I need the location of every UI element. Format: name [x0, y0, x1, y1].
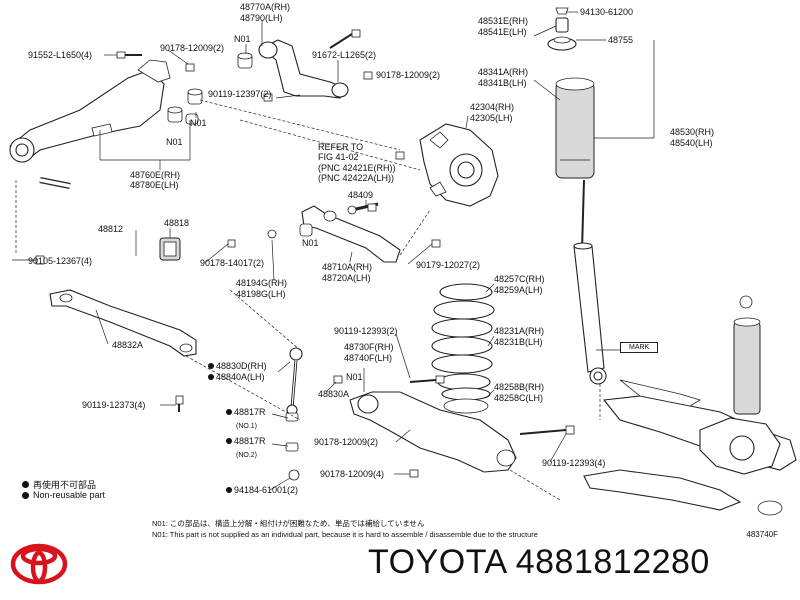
label-48198g: 48198G(LH) — [236, 289, 286, 299]
label-90119-12393: 90119-12393(2) — [334, 326, 397, 336]
label-90178-12009-e: 90178-12009(4) — [320, 469, 384, 479]
label-48812: 48812 — [98, 224, 123, 234]
brand-name: TOYOTA — [368, 543, 506, 581]
label-n01-d: N01 — [302, 238, 319, 248]
label-n01-e: N01 — [346, 372, 363, 382]
label-91552: 91552-L1650(4) — [28, 50, 92, 60]
note-jp: N01: この部品は、構造上分解・組付けが困難なため、単品では補給していません — [152, 519, 425, 528]
label-48770a: 48770A(RH) — [240, 2, 290, 12]
label-n01-b: N01 — [190, 118, 207, 128]
legend-row-en: Non-reusable part — [22, 490, 105, 500]
label-48832a: 48832A — [112, 340, 143, 350]
legend-en-text: Non-reusable part — [33, 490, 106, 500]
label-48258b: 48258B(RH) — [494, 382, 544, 392]
label-48817r-2: 48817R — [234, 436, 266, 446]
label-90178-12009-d: 90178-12009(2) — [314, 437, 378, 447]
label-90178-12009: 90178-12009(2) — [160, 43, 224, 53]
stabilizer-link — [285, 347, 303, 481]
coil-spring — [431, 283, 495, 401]
non-reusable-dot — [208, 374, 214, 380]
label-48780e: 48780E(LH) — [130, 180, 179, 190]
label-90178-12009-b: 90178-12009(2) — [376, 70, 440, 80]
note-en: N01: This part is not supplied as an ind… — [152, 530, 538, 539]
label-48760e: 48760E(RH) — [130, 170, 180, 180]
label-refer-pnc-rh: (PNC 42421E(RH)) — [318, 163, 396, 173]
assembled-view — [583, 295, 797, 516]
label-n01-c: N01 — [166, 137, 183, 147]
label-90119-12393-d: 90119-12393(4) — [542, 458, 605, 468]
label-48818: 48818 — [164, 218, 189, 228]
label-48720a: 48720A(LH) — [322, 273, 371, 283]
dust-boot — [555, 77, 595, 179]
label-48830a: 48830A — [318, 389, 349, 399]
label-48231a: 48231A(RH) — [494, 326, 544, 336]
label-48194g: 48194G(RH) — [236, 278, 287, 288]
label-48817r-1: 48817R — [234, 407, 266, 417]
label-48790: 48790(LH) — [240, 13, 283, 23]
label-48840a: 48840A(LH) — [216, 372, 265, 382]
legend-dot-icon — [22, 481, 29, 488]
label-48259a: 48259A(LH) — [494, 285, 543, 295]
part-number: 4881812280 — [515, 543, 710, 581]
non-reusable-dot — [226, 438, 232, 444]
label-90105: 90105-12367(4) — [28, 256, 92, 266]
label-48341b: 48341B(LH) — [478, 78, 527, 88]
label-94130: 94130-61200 — [580, 7, 633, 17]
non-reusable-dot — [208, 363, 214, 369]
label-90178-14017: 90178-14017(2) — [200, 258, 264, 268]
label-48530: 48530(RH) — [670, 127, 714, 137]
label-48755: 48755 — [608, 35, 633, 45]
stabilizer-bar — [23, 176, 231, 301]
trailing-arm — [9, 59, 171, 163]
fasteners — [35, 29, 575, 478]
label-no2: (NO.2) — [236, 452, 257, 459]
crossmember-bracket — [49, 289, 197, 357]
non-reusable-dot — [226, 487, 232, 493]
label-refer-to: REFER TO — [318, 142, 363, 152]
label-48258c: 48258C(LH) — [494, 393, 543, 403]
label-48730f: 48730F(RH) — [344, 342, 394, 352]
legend-jp-text: 再使用不可部品 — [33, 480, 97, 490]
non-reusable-dot — [226, 409, 232, 415]
legend-dot-icon — [22, 491, 29, 499]
label-48540: 48540(LH) — [670, 138, 713, 148]
lower-control-arm — [349, 391, 517, 473]
label-90119-12397: 90119-12397(2) — [208, 89, 271, 99]
lateral-link — [299, 205, 401, 263]
label-48830d: 48830D(RH) — [216, 361, 267, 371]
label-48231b: 48231B(LH) — [494, 337, 543, 347]
brand-and-part-number: TOYOTA 4881812280 — [368, 543, 710, 582]
label-91672: 91672-L1265(2) — [312, 50, 376, 60]
label-48409: 48409 — [348, 190, 373, 200]
label-90119-12373: 90119-12373(4) — [82, 400, 145, 410]
steering-knuckle — [419, 123, 499, 207]
label-42304: 42304(RH) — [470, 102, 514, 112]
label-48341a: 48341A(RH) — [478, 67, 528, 77]
mark-callout: MARK — [620, 342, 659, 353]
stabilizer-bushing — [159, 237, 181, 261]
document-code: 483740F — [746, 530, 778, 539]
label-48740f: 48740F(LH) — [344, 353, 392, 363]
label-48710a: 48710A(RH) — [322, 262, 372, 272]
leader-lines — [12, 11, 655, 501]
label-refer-fig: FIG 41-02 — [318, 152, 359, 162]
toyota-logo-icon — [10, 543, 68, 585]
label-n01: N01 — [234, 34, 251, 44]
label-refer-pnc-lh: (PNC 42422A(LH)) — [318, 173, 394, 183]
upper-bushings — [167, 52, 253, 125]
upper-mount — [547, 7, 577, 51]
label-42305: 42305(LH) — [470, 113, 513, 123]
label-48257c: 48257C(RH) — [494, 274, 545, 284]
label-48541e: 48541E(LH) — [478, 27, 527, 37]
part-labels: 48770A(RH) 48790(LH) N01 90178-12009(2) … — [28, 2, 714, 495]
label-48531e: 48531E(RH) — [478, 16, 528, 26]
legend-row-jp: 再使用不可部品 — [22, 478, 96, 491]
label-90179: 90179-12027(2) — [416, 260, 480, 270]
label-no1: (NO.1) — [236, 423, 257, 430]
upper-control-arm — [258, 39, 349, 99]
label-94184: 94184-61001(2) — [234, 485, 298, 495]
shock-absorber — [573, 179, 607, 385]
